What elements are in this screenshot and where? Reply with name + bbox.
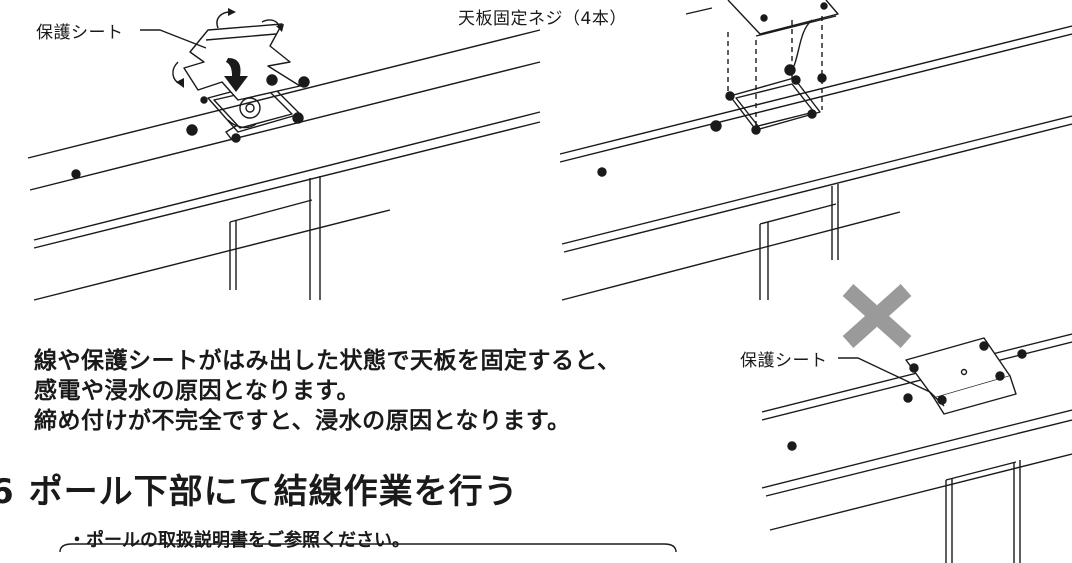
figure-left-protective-sheet — [183, 23, 301, 101]
warning-text: 線や保護シートがはみ出した状態で天板を固定すると、 感電や浸水の原因となります。… — [34, 346, 621, 436]
leader-line-left — [140, 29, 207, 49]
figure-left-press-arrow-icon — [224, 58, 248, 92]
cross-mark-icon — [842, 284, 912, 348]
figure-right-cable — [793, 19, 813, 67]
leader-line-right — [838, 357, 931, 393]
note-box-top-edge — [59, 543, 677, 553]
figure-left-peel-arrows — [172, 8, 284, 88]
warning-line-1: 線や保護シートがはみ出した状態で天板を固定すると、 — [34, 348, 621, 374]
warning-line-3: 締め付けが不完全ですと、浸水の原因となります。 — [34, 408, 571, 434]
label-protective-sheet-left: 保護シート — [36, 23, 124, 43]
figure-bad-center-hole — [960, 368, 968, 376]
figure-left-bolts — [71, 74, 310, 179]
figure-left-pole-top — [27, 29, 541, 301]
figure-bad-top-plate — [905, 337, 1017, 415]
label-top-plate-screws: 天板固定ネジ（4本） — [458, 9, 627, 29]
step-number: 6 — [0, 472, 15, 512]
step-title: ポール下部にて結線作業を行う — [28, 472, 519, 512]
figure-right-pole-top — [559, 25, 1072, 301]
figure-right-bolts — [597, 2, 828, 177]
leader-line-screws — [685, 7, 713, 15]
figure-bad-bolts — [787, 341, 1027, 451]
figure-right-plate-seat — [729, 77, 821, 131]
step-heading: 6 ポール下部にて結線作業を行う — [0, 464, 519, 513]
label-protective-sheet-right: 保護シート — [740, 351, 828, 371]
bullet-instruction: ・ポールの取扱説明書をご参照ください。 — [68, 530, 410, 551]
warning-line-2: 感電や浸水の原因となります。 — [34, 378, 361, 404]
